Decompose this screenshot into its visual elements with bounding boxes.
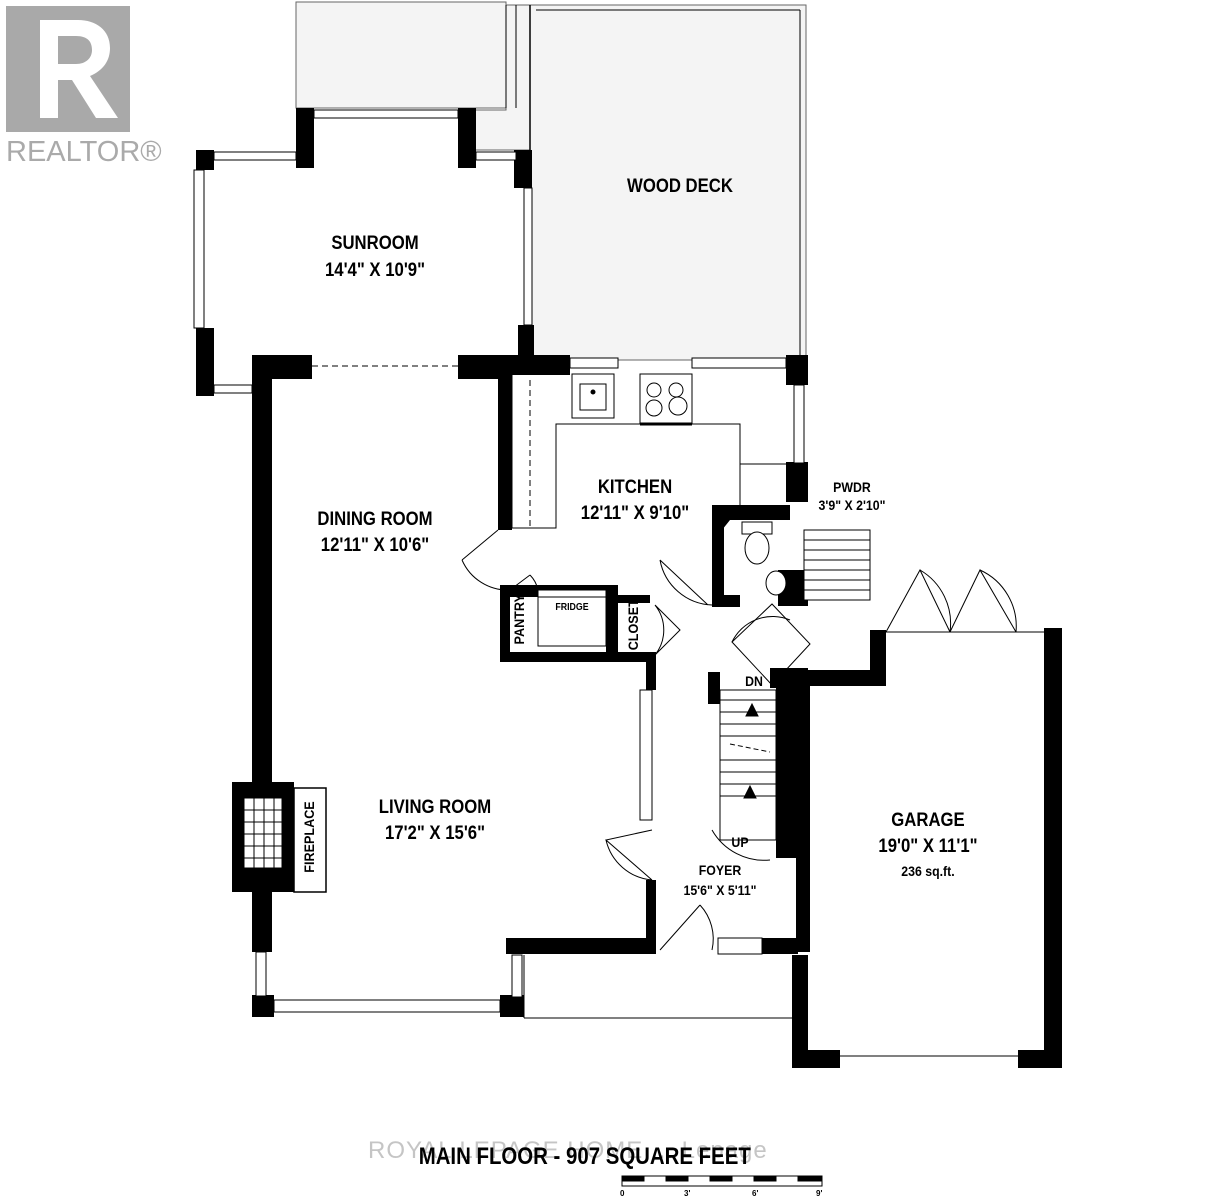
scale-tick-3: 3' (684, 1189, 691, 1198)
fridge-label: FRIDGE (555, 602, 589, 613)
foyer-label: FOYER (698, 862, 742, 878)
wood-deck (295, 1, 807, 361)
fridge (537, 589, 607, 647)
kitchen-dims: 12'11" X 9'10" (580, 503, 690, 524)
fireplace-label: FIREPLACE (301, 801, 317, 873)
exterior-walls (252, 355, 808, 1017)
sunroom-dims: 14'4" X 10'9" (324, 260, 426, 281)
living-windows (255, 951, 523, 1013)
watermark: ROYAL LEPAGE HOME ... Lepage (368, 1137, 768, 1164)
scale-tick-0: 0 (620, 1189, 625, 1198)
fireplace (232, 782, 327, 893)
living-room-dims: 17'2" X 15'6" (384, 823, 486, 844)
closet-label: CLOSET (625, 599, 641, 651)
wood-deck-label: WOOD DECK (627, 176, 733, 197)
garage-walls (792, 628, 1062, 1068)
doors (461, 529, 1017, 951)
living-room-label: LIVING ROOM (378, 797, 492, 818)
stairs-up-label: UP (731, 834, 749, 850)
kitchen-counters (511, 373, 790, 529)
foyer-dims: 15'6" X 5'11" (683, 882, 757, 898)
garage-area: 236 sq.ft. (901, 863, 955, 879)
garage-label: GARAGE (891, 810, 965, 831)
pantry-label: PANTRY (511, 594, 527, 645)
scale-bar (621, 1175, 823, 1187)
scale-tick-6: 6' (752, 1189, 759, 1198)
kitchen-label: KITCHEN (597, 477, 673, 498)
powder-room-fixtures (741, 521, 871, 601)
scale-tick-9: 9' (816, 1189, 823, 1198)
pwdr-dims: 3'9" X 2'10" (818, 497, 886, 513)
stairs-down-label: DN (745, 673, 763, 689)
realtor-logo-text: REALTOR® (6, 136, 162, 168)
dining-room-dims: 12'11" X 10'6" (320, 535, 430, 556)
sunroom-windows (193, 109, 533, 394)
sunroom-label: SUNROOM (331, 233, 419, 254)
kitchen-window (569, 357, 805, 464)
dining-room-label: DINING ROOM (317, 509, 433, 530)
realtor-logo-icon (6, 6, 130, 132)
stairs (711, 689, 777, 861)
floor-title: MAIN FLOOR - 907 SQUARE FEET (418, 1143, 751, 1170)
pwdr-label: PWDR (833, 479, 871, 495)
garage-dims: 19'0" X 11'1" (878, 836, 978, 857)
